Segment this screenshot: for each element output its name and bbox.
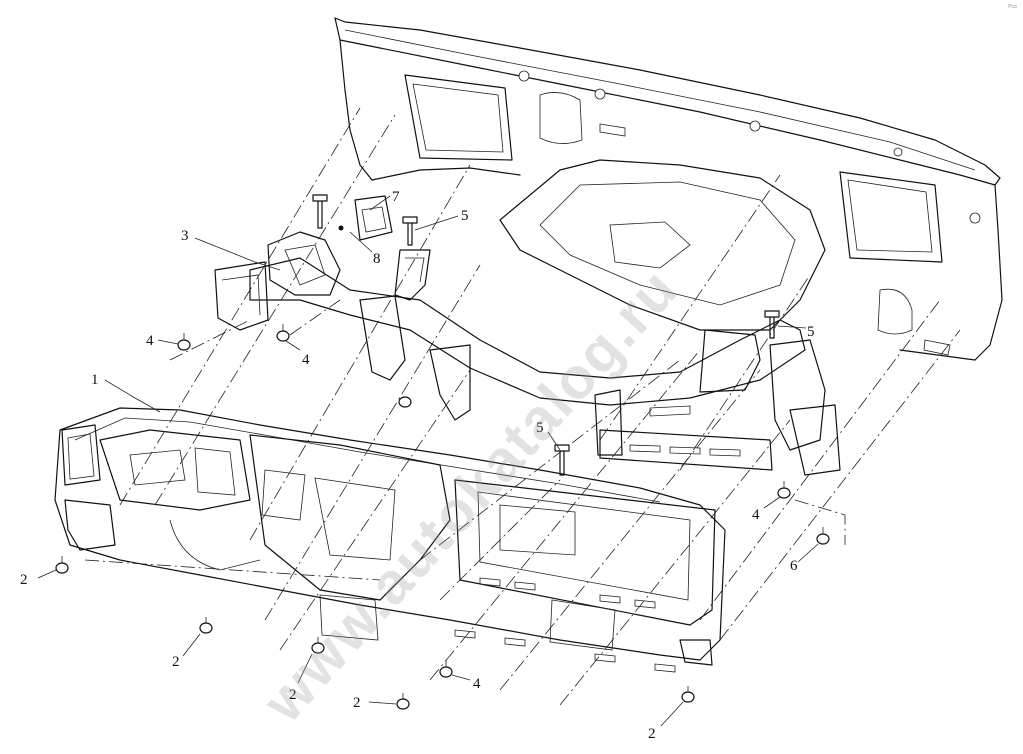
- bracket-3: [267, 231, 341, 296]
- callout-2d: 2: [353, 695, 361, 711]
- fasteners: [55, 194, 830, 710]
- bolt-2e: [681, 686, 695, 703]
- callout-3: 3: [181, 228, 189, 244]
- callout-5a: 5: [461, 208, 469, 224]
- bolt-2d: [396, 693, 410, 710]
- callout-2b: 2: [172, 654, 180, 670]
- callout-8: 8: [373, 251, 381, 267]
- cross-car-beam: [214, 257, 841, 476]
- corner-mark: ᵖ═: [1008, 2, 1017, 11]
- bracket-7: [354, 195, 393, 241]
- bolt-6: [816, 527, 830, 545]
- screw-5a: [402, 216, 418, 246]
- callout-2e: 2: [648, 726, 656, 742]
- callout-4a: 4: [146, 333, 154, 349]
- callout-labels: 1 2 2 2 2 2 3 4 4 4 4 5 5 5 6 7 8: [20, 189, 815, 742]
- bracket-5: [394, 249, 431, 301]
- screw-7: [312, 194, 328, 229]
- callout-6: 6: [790, 558, 798, 574]
- instrument-panel: [54, 407, 726, 673]
- callout-2a: 2: [20, 572, 28, 588]
- screw-5c: [554, 444, 570, 476]
- bolt-4c: [439, 660, 453, 678]
- callout-2c: 2: [289, 687, 297, 703]
- callout-5c: 5: [536, 420, 544, 436]
- bolt-2a: [55, 556, 69, 574]
- callout-7: 7: [392, 189, 400, 205]
- callout-5b: 5: [807, 324, 815, 340]
- leader-lines: [37, 195, 819, 727]
- nut-8: [338, 225, 344, 231]
- callout-4d: 4: [752, 507, 760, 523]
- bolt-2c: [311, 637, 325, 654]
- assembly-lines: [84, 107, 961, 706]
- bolt-4b: [276, 324, 290, 342]
- bolt-2b: [199, 617, 213, 634]
- callout-4c: 4: [473, 676, 481, 692]
- bolt-mid: [398, 396, 412, 408]
- screw-5b: [764, 310, 780, 339]
- callout-1: 1: [91, 372, 99, 388]
- firewall-panel: [334, 17, 1003, 361]
- bolt-4a: [177, 333, 191, 351]
- bolt-4d: [777, 481, 791, 499]
- callout-4b: 4: [302, 352, 310, 368]
